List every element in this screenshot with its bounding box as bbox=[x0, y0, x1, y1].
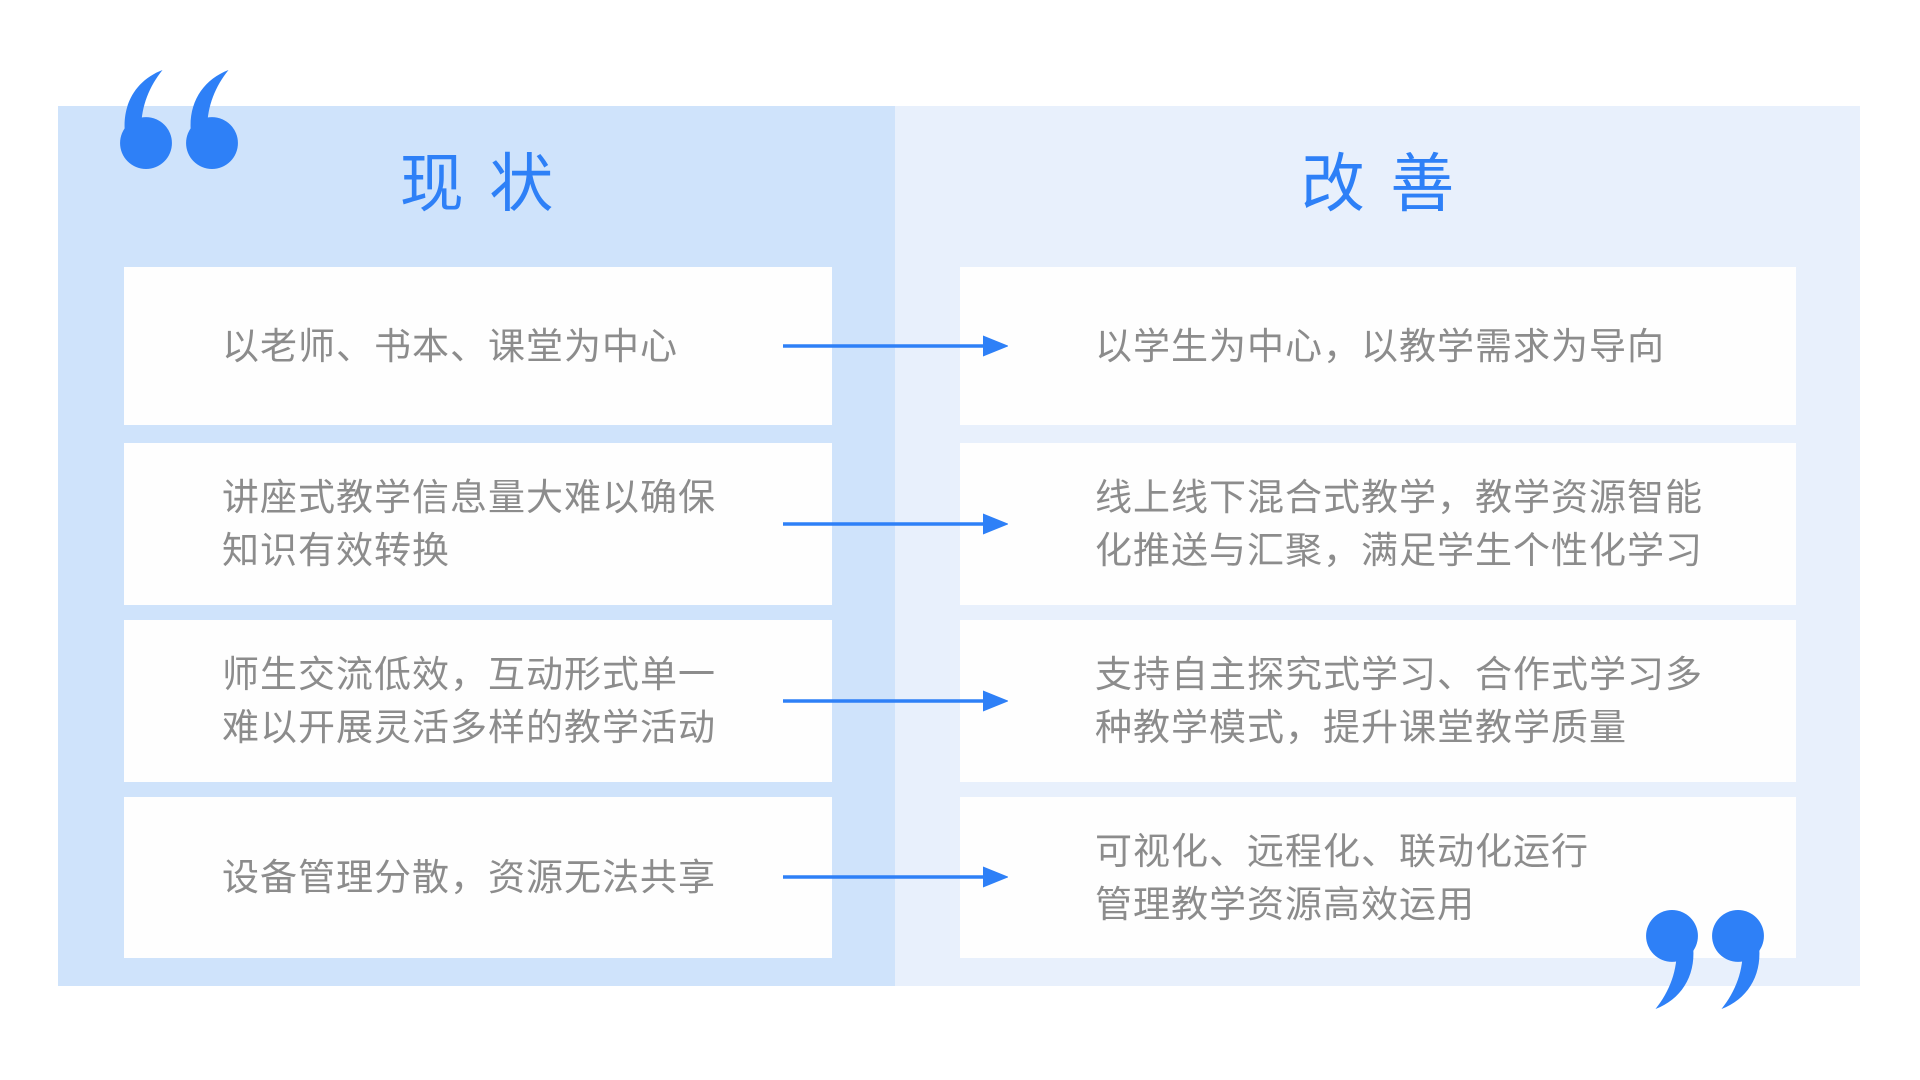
current-item-box-4: 设备管理分散，资源无法共享 bbox=[124, 797, 832, 958]
improvement-item-box-2: 线上线下混合式教学，教学资源智能 化推送与汇聚，满足学生个性化学习 bbox=[960, 443, 1796, 605]
arrow-right-icon bbox=[783, 334, 1008, 358]
arrow-right-icon bbox=[783, 865, 1008, 889]
item-text-line: 支持自主探究式学习、合作式学习多 bbox=[1095, 654, 1703, 695]
current-item-box-2: 讲座式教学信息量大难以确保 知识有效转换 bbox=[124, 443, 832, 605]
item-text-line: 以学生为中心，以教学需求为导向 bbox=[1095, 325, 1665, 367]
improvement-item-box-1: 以学生为中心，以教学需求为导向 bbox=[960, 267, 1796, 425]
arrow-right-icon bbox=[783, 689, 1008, 713]
item-text-line: 管理教学资源高效运用 bbox=[1095, 883, 1475, 925]
item-text-line: 知识有效转换 bbox=[222, 530, 450, 571]
current-item-box-3: 师生交流低效，互动形式单一 难以开展灵活多样的教学活动 bbox=[124, 620, 832, 782]
close-quote-icon bbox=[1646, 910, 1764, 1009]
open-quote-icon bbox=[120, 70, 238, 169]
current-state-title: 现状 bbox=[399, 148, 579, 220]
item-text-line: 以老师、书本、课堂为中心 bbox=[222, 325, 678, 367]
item-text-line: 难以开展灵活多样的教学活动 bbox=[222, 707, 716, 748]
item-text-line: 设备管理分散，资源无法共享 bbox=[222, 857, 716, 898]
improvement-title: 改善 bbox=[1300, 148, 1480, 220]
item-text-line: 线上线下混合式教学，教学资源智能 bbox=[1095, 477, 1703, 518]
item-text-line: 可视化、远程化、联动化运行 bbox=[1095, 830, 1589, 872]
arrow-right-icon bbox=[783, 512, 1008, 536]
item-text-line: 师生交流低效，互动形式单一 bbox=[222, 654, 716, 695]
item-text-line: 种教学模式，提升课堂教学质量 bbox=[1095, 707, 1627, 748]
improvement-item-box-3: 支持自主探究式学习、合作式学习多 种教学模式，提升课堂教学质量 bbox=[960, 620, 1796, 782]
item-text-line: 化推送与汇聚，满足学生个性化学习 bbox=[1095, 530, 1703, 571]
current-item-box-1: 以老师、书本、课堂为中心 bbox=[124, 267, 832, 425]
item-text-line: 讲座式教学信息量大难以确保 bbox=[222, 477, 716, 518]
